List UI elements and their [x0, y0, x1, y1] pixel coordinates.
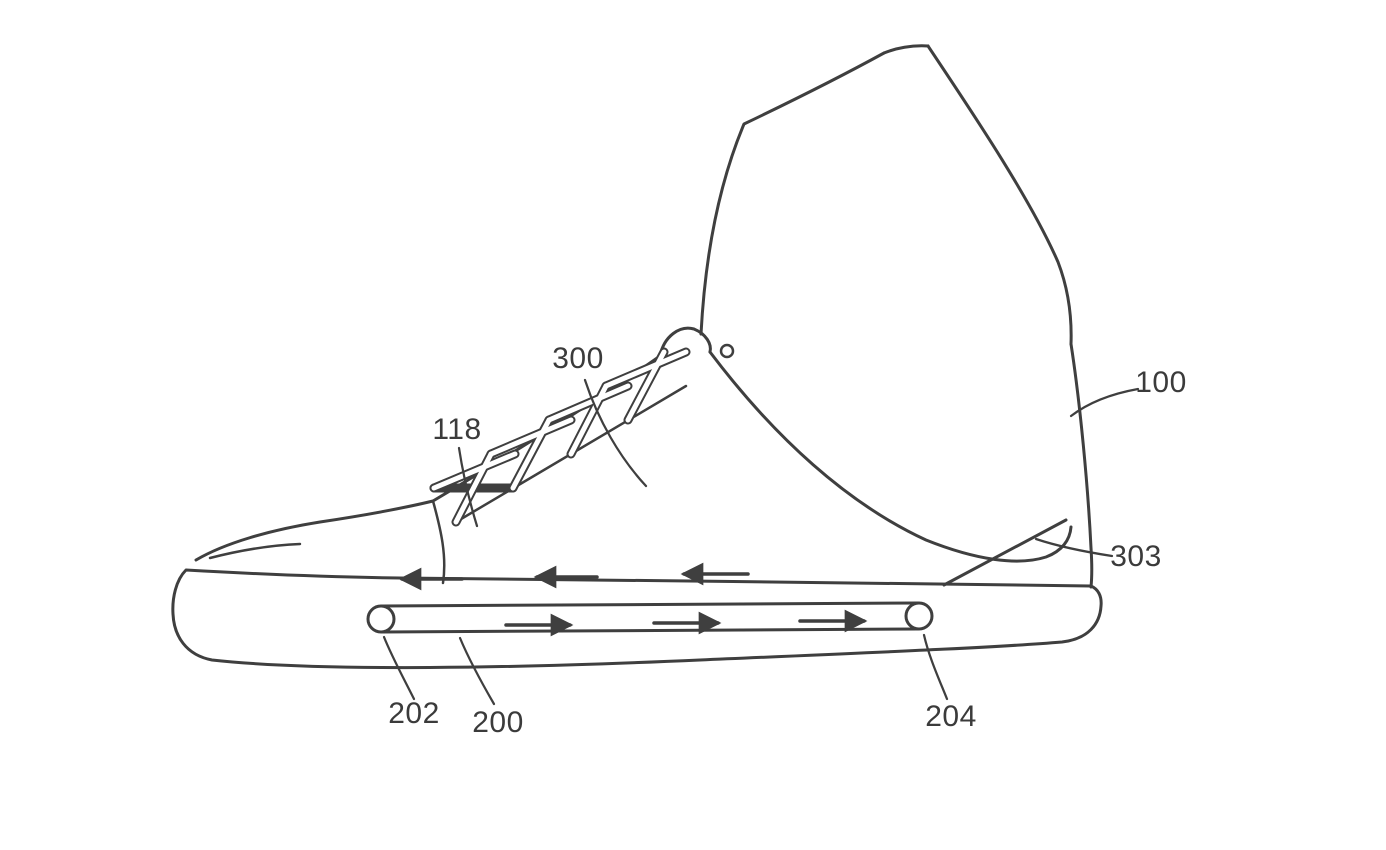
ref-label-300: 300 — [552, 342, 604, 375]
lace-bands-light — [431, 349, 689, 525]
leg-outline — [699, 44, 1073, 346]
leader-118 — [457, 446, 479, 528]
sole-outline — [171, 568, 1103, 670]
heel-panel-line — [942, 518, 1068, 587]
belt-top-line — [380, 601, 920, 608]
shoe-upper-outline — [194, 326, 1094, 589]
ref-label-200: 200 — [472, 706, 524, 739]
backward-arrows — [398, 562, 750, 591]
ref-label-204: 204 — [925, 700, 977, 733]
rear-roller — [904, 601, 934, 631]
ref-label-118: 118 — [432, 413, 482, 446]
laces — [429, 347, 691, 527]
lace-loop — [719, 343, 735, 359]
leader-202 — [382, 635, 416, 701]
belt-assembly — [366, 601, 934, 634]
leader-lines — [382, 378, 1140, 706]
ref-label-100: 100 — [1135, 366, 1187, 399]
ref-label-303: 303 — [1110, 540, 1162, 573]
tongue — [658, 326, 712, 358]
front-roller — [366, 604, 396, 634]
ref-label-202: 202 — [388, 697, 440, 730]
leader-100 — [1069, 387, 1140, 418]
leader-204 — [922, 633, 949, 701]
belt-bottom-line — [380, 627, 920, 634]
leader-300 — [583, 378, 648, 488]
leader-303 — [1034, 537, 1114, 558]
forward-arrows — [504, 609, 868, 637]
leader-200 — [458, 636, 496, 706]
